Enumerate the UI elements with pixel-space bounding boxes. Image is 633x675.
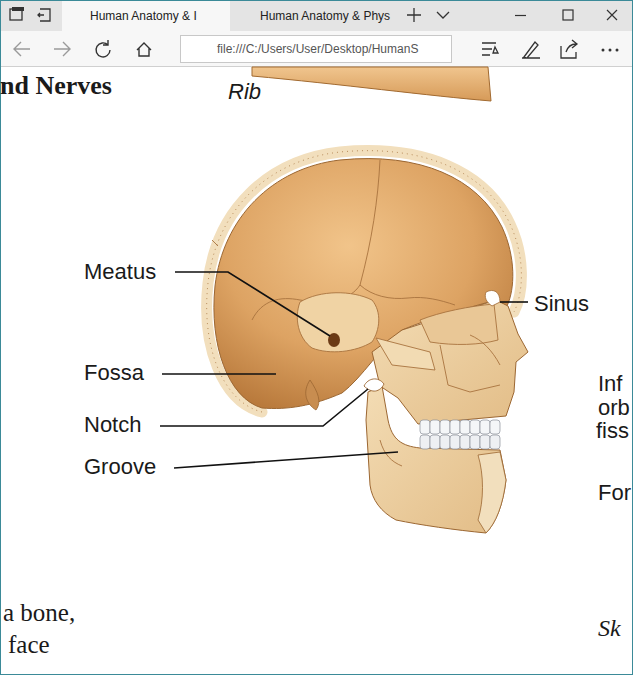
leader-line — [175, 272, 330, 336]
part-label: fiss — [596, 420, 629, 442]
zygomatic-arch — [376, 338, 435, 370]
body-text: face — [8, 632, 50, 657]
tab-title: Human Anatomy & I — [90, 9, 197, 23]
tooth — [450, 435, 460, 449]
tooth — [460, 420, 470, 434]
leader-lines — [160, 272, 528, 468]
browser-tab: Human Anatomy & I — [62, 1, 230, 31]
suture-line — [360, 285, 455, 305]
part-label: Notch — [84, 414, 141, 436]
body-text: a bone, — [3, 600, 75, 625]
address-bar: file:///C:/Users/User/Desktop/HumanS — [180, 35, 452, 63]
part-label: Inf — [598, 373, 622, 395]
tab-title: file:///C:/Users/User/Desktop/HumanS — [217, 42, 418, 56]
tooth — [430, 435, 440, 449]
share-icon — [561, 40, 577, 58]
tab-aside-icon — [38, 9, 50, 21]
rib-illustration — [252, 67, 491, 101]
tooth — [490, 420, 500, 434]
home-icon — [137, 43, 151, 56]
minimize-icon — [515, 15, 526, 16]
figure-label: Rib — [228, 81, 261, 103]
new-tab-icon — [407, 8, 421, 22]
leader-line — [174, 452, 398, 468]
tooth — [460, 435, 470, 449]
notes-icon — [522, 42, 540, 58]
tab-list-icon — [437, 12, 449, 18]
part-label: Fossa — [84, 362, 144, 384]
orbit — [420, 304, 498, 344]
tooth — [490, 435, 500, 449]
teeth — [420, 420, 500, 449]
tab-title: Human Anatomy & Phys — [260, 9, 390, 23]
leader-line — [162, 373, 276, 375]
page-heading: nd Nerves — [0, 73, 112, 99]
maximize-icon — [563, 10, 573, 20]
tab-bar — [0, 0, 633, 31]
part-label: For — [598, 482, 631, 504]
figure-label: Sk — [598, 616, 621, 640]
maxilla-line — [470, 335, 500, 365]
leader-line — [500, 301, 528, 303]
tooth — [470, 435, 480, 449]
maxilla-line — [440, 345, 500, 392]
leader-line — [160, 389, 368, 426]
mastoid-process — [306, 380, 319, 410]
toolbar — [0, 31, 633, 67]
more-icon — [616, 49, 619, 52]
more-icon — [609, 49, 612, 52]
favorites-icon — [482, 43, 498, 55]
part-label: orb — [598, 397, 630, 419]
tooth — [440, 435, 450, 449]
back-icon — [14, 42, 30, 56]
close-icon — [607, 10, 617, 20]
tooth — [420, 420, 430, 434]
mandible-section — [478, 452, 506, 533]
browser-tab: Human Anatomy & Phys — [232, 1, 401, 31]
tooth — [440, 420, 450, 434]
more-icon — [602, 49, 605, 52]
facial-bones — [372, 300, 528, 424]
part-label: Groove — [84, 456, 156, 478]
part-label: Sinus — [534, 293, 589, 315]
forward-icon — [54, 42, 70, 56]
tooth — [430, 420, 440, 434]
mandible — [366, 386, 506, 533]
part-label: Meatus — [84, 261, 156, 283]
tooth — [480, 420, 490, 434]
refresh-icon — [96, 40, 110, 57]
tab-icon — [12, 7, 24, 11]
suture-line — [212, 240, 218, 246]
tooth — [450, 420, 460, 434]
tooth — [480, 435, 490, 449]
frontal-sinus — [485, 290, 500, 306]
tooth — [420, 435, 430, 449]
tooth — [470, 420, 480, 434]
skull-illustration — [207, 151, 528, 533]
